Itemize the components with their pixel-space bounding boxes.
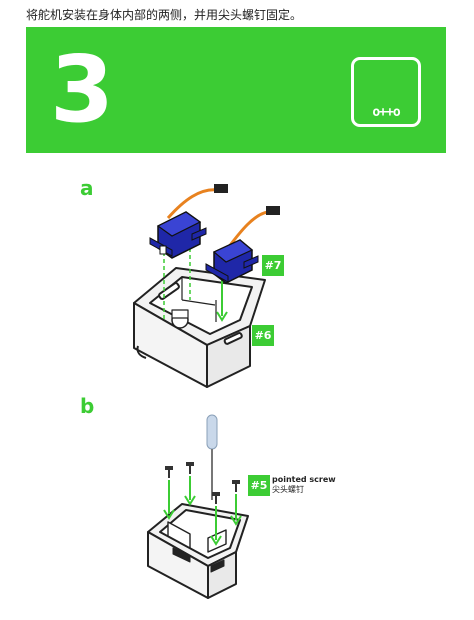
- servo-motor-icon: [205, 206, 280, 284]
- servo-badge: #7: [262, 255, 284, 276]
- screw-badge: #5: [248, 475, 270, 496]
- section-a-label: a: [80, 176, 94, 200]
- arrow-down-icon: [216, 280, 228, 322]
- logo-notch: [394, 57, 404, 60]
- logo-text: o++o: [372, 105, 400, 120]
- servo-motor-icon: [149, 184, 228, 259]
- body-box-icon: [133, 267, 266, 388]
- instruction-text: 将舵机安装在身体内部的两侧，并用尖头螺钉固定。: [26, 8, 303, 22]
- step-number: 3: [50, 36, 115, 143]
- screw-icon: [165, 462, 240, 504]
- guide-lines: [163, 248, 191, 322]
- step-banner: 3 o++o: [26, 27, 446, 153]
- screw-label: pointed screw 尖头螺钉: [272, 475, 336, 495]
- otto-logo-icon: o++o: [351, 57, 421, 127]
- screw-name-en: pointed screw: [272, 475, 336, 484]
- logo-notch: [368, 57, 378, 60]
- body-badge: #6: [252, 325, 274, 346]
- body-box-icon: [147, 503, 249, 599]
- screwdriver-icon: [206, 414, 218, 500]
- arrow-down-icon: [163, 476, 242, 546]
- section-b-label: b: [80, 394, 95, 418]
- screw-name-cn: 尖头螺钉: [272, 485, 304, 494]
